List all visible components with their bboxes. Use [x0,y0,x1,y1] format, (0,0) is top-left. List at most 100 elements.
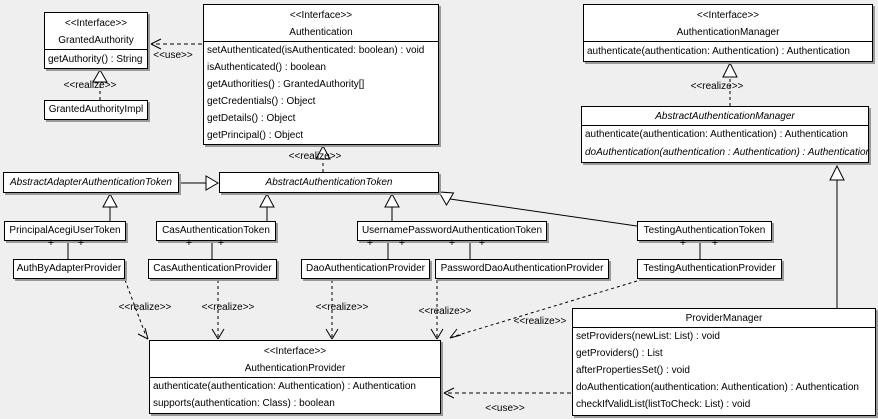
class-header: ProviderManager [573,309,875,328]
method: getCredentials() : Object [207,96,316,107]
class-name: PrincipalAcegiUserToken [9,225,121,236]
method: doAuthentication(authentication : Authen… [585,147,869,158]
edge-gen-usernamepassword-token [384,192,400,221]
interface-stereotype: <<Interface>> [263,346,327,357]
edge-realize-abstractauthenticationmanager [722,61,738,106]
class-name: GrantedAuthority [58,35,134,46]
assoc-plus: + [217,237,225,249]
class-name: AbstractAuthenticationManager [655,111,795,122]
class-provider-manager[interactable]: ProviderManager setProviders(newList: Li… [572,308,876,416]
class-name: TestingAuthenticationToken [643,225,766,236]
method: isAuthenticated() : boolean [207,62,326,73]
realize-label: <<realize>> [690,81,744,92]
edge-gen-principal-token [102,192,118,221]
class-header: <<Interface>> AuthenticationManager [584,5,872,42]
class-authentication-provider[interactable]: <<Interface>> AuthenticationProvider aut… [149,340,441,414]
method: authenticate(authentication: Authenticat… [587,46,850,57]
assoc-plus: + [366,237,374,249]
class-username-password-authentication-token[interactable]: UsernamePasswordAuthenticationToken [357,221,547,241]
method: supports(authentication: Class) : boolea… [153,398,335,409]
realize-label: <<realize>> [315,302,369,313]
edge-realize-passworddaoprovider [430,280,444,340]
interface-stereotype: <<Interface>> [696,10,760,21]
realize-label: <<realize>> [418,306,472,317]
assoc-plus: + [448,237,456,249]
class-header: <<Interface>> AuthenticationProvider [150,341,440,378]
class-header: <<Interface>> Authentication [204,5,438,42]
class-name: AbstractAdapterAuthenticationToken [10,177,172,188]
class-password-dao-authentication-provider[interactable]: PasswordDaoAuthenticationProvider [435,259,609,279]
class-dao-authentication-provider[interactable]: DaoAuthenticationProvider [301,259,430,279]
method: setAuthenticated(isAuthenticated: boolea… [207,45,425,56]
method: getPrincipal() : Object [207,130,304,141]
edge-gen-cas-token [259,192,275,221]
class-cas-authentication-provider[interactable]: CasAuthenticationProvider [148,259,277,279]
class-name: CasAuthenticationToken [162,225,270,236]
class-name: PasswordDaoAuthenticationProvider [440,263,604,274]
method: afterPropertiesSet() : void [576,365,690,376]
edge-realize-casprovider [211,280,225,340]
class-name: AbstractAuthenticationToken [265,177,393,188]
interface-stereotype: <<Interface>> [289,10,353,21]
assoc-plus: + [711,237,719,249]
class-granted-authority-impl[interactable]: GrantedAuthorityImpl [44,100,148,120]
realize-label: <<realize>> [118,302,172,313]
method: getAuthorities() : GrantedAuthority[] [207,79,365,90]
edge-realize-abstractauthenticationtoken [315,144,331,172]
assoc-plus: + [398,237,406,249]
edge-gen-providermanager [829,164,845,308]
assoc-plus: + [47,237,55,249]
edge-realize-grantedauthorityimpl [92,69,108,100]
class-name: DaoAuthenticationProvider [306,263,425,274]
class-cas-authentication-token[interactable]: CasAuthenticationToken [156,221,276,241]
assoc-plus: + [478,237,486,249]
realize-label: <<realize>> [201,302,255,313]
class-authentication[interactable]: <<Interface>> Authentication setAuthenti… [203,4,439,145]
assoc-plus: + [185,237,193,249]
interface-stereotype: <<Interface>> [64,18,128,29]
class-name: AuthenticationProvider [244,363,346,374]
class-name: TestingAuthenticationProvider [643,263,776,274]
class-abstract-authentication-manager[interactable]: AbstractAuthenticationManager authentica… [581,106,869,163]
edge-realize-daoprovider [325,280,339,340]
class-name: AuthenticationManager [676,27,780,38]
class-header: <<Interface>> GrantedAuthority [45,13,147,50]
edge-realize-authbyadapterprovider [124,279,149,340]
edge-use-authentication-grantedauthority [150,38,202,50]
method: authenticate(authentication: Authenticat… [153,381,416,392]
class-header: AbstractAuthenticationManager [582,107,868,126]
method: getProviders() : List [576,348,663,359]
method: setProviders(newList: List) : void [576,331,720,342]
realize-label: <<realize>> [288,151,342,162]
class-testing-authentication-token[interactable]: TestingAuthenticationToken [637,221,772,241]
class-name: CasAuthenticationProvider [153,263,272,274]
class-principal-acegi-user-token[interactable]: PrincipalAcegiUserToken [4,221,126,241]
class-abstract-adapter-authentication-token[interactable]: AbstractAdapterAuthenticationToken [3,172,179,193]
use-label: <<use>> [153,50,193,61]
assoc-plus: + [77,237,85,249]
class-granted-authority[interactable]: <<Interface>> GrantedAuthority getAuthor… [44,12,148,69]
method: getAuthority() : String [48,54,143,65]
edge-gen-testing-token [438,191,638,227]
class-testing-authentication-provider[interactable]: TestingAuthenticationProvider [637,259,782,279]
class-name: UsernamePasswordAuthenticationToken [361,225,543,236]
use-label: <<use>> [485,403,525,414]
method: doAuthentication(authentication: Authent… [576,382,859,393]
realize-label: <<realize>> [63,80,117,91]
method: getDetails() : Object [207,113,296,124]
class-name: ProviderManager [685,313,763,324]
edge-use-providermanager [443,387,571,399]
realize-label: <<realize>> [513,316,567,327]
edge-gen-adapter-token [180,175,219,191]
method: checkIfValidList(listToCheck: List) : vo… [576,399,751,410]
class-authentication-manager[interactable]: <<Interface>> AuthenticationManager auth… [583,4,873,62]
assoc-plus: + [679,237,687,249]
method: authenticate(authentication: Authenticat… [585,129,848,140]
class-auth-by-adapter-provider[interactable]: AuthByAdapterProvider [13,259,125,279]
class-abstract-authentication-token[interactable]: AbstractAuthenticationToken [219,172,439,193]
class-name: Authentication [289,27,353,38]
class-name: GrantedAuthorityImpl [48,104,144,115]
edge-realize-testingprovider [449,280,638,339]
